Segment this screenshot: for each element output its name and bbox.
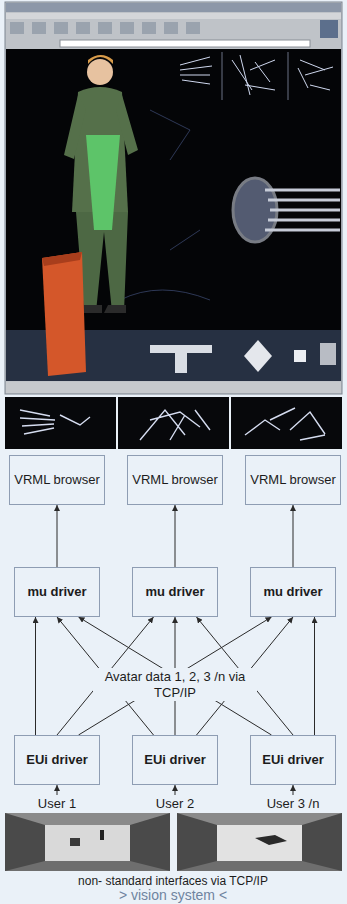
data-arrow [175, 505, 176, 567]
process-box: EUi driver [14, 735, 100, 785]
box-label: VRML browser [246, 471, 339, 490]
process-box: mu driver [14, 567, 100, 617]
box-label: mu driver [141, 583, 208, 602]
caption-note: non- standard interfaces via TCP/IP [13, 874, 333, 888]
process-box: EUi driver [132, 735, 218, 785]
data-arrow [293, 505, 294, 567]
browser-screenshot [5, 2, 342, 394]
thumbnail-strip [5, 397, 342, 449]
box-label: EUi driver [140, 751, 209, 770]
input-arrow [293, 785, 294, 795]
box-label: EUi driver [258, 751, 327, 770]
box-label: mu driver [23, 583, 90, 602]
data-arrow [57, 505, 58, 567]
input-arrow [175, 785, 176, 795]
system-label: > vision system < [13, 887, 333, 904]
box-label: mu driver [259, 583, 326, 602]
process-box: VRML browser [9, 455, 105, 505]
process-box: VRML browser [245, 455, 341, 505]
user-label: User 3 /n [248, 796, 338, 812]
input-arrow [57, 785, 58, 795]
box-label: EUi driver [22, 751, 91, 770]
camera-image [5, 813, 170, 871]
data-arrow [314, 617, 315, 735]
user-label: User 1 [17, 796, 97, 812]
user-label: User 2 [135, 796, 215, 812]
data-arrow [79, 617, 272, 735]
data-arrow [79, 617, 272, 735]
bus-label: Avatar data 1, 2, 3 /n via TCP/IP [93, 668, 257, 701]
data-arrow [35, 617, 36, 735]
box-label: VRML browser [10, 471, 103, 490]
process-box: VRML browser [127, 455, 223, 505]
process-box: EUi driver [250, 735, 336, 785]
process-box: mu driver [250, 567, 336, 617]
process-box: mu driver [132, 567, 218, 617]
camera-image [177, 813, 342, 871]
box-label: VRML browser [128, 471, 221, 490]
